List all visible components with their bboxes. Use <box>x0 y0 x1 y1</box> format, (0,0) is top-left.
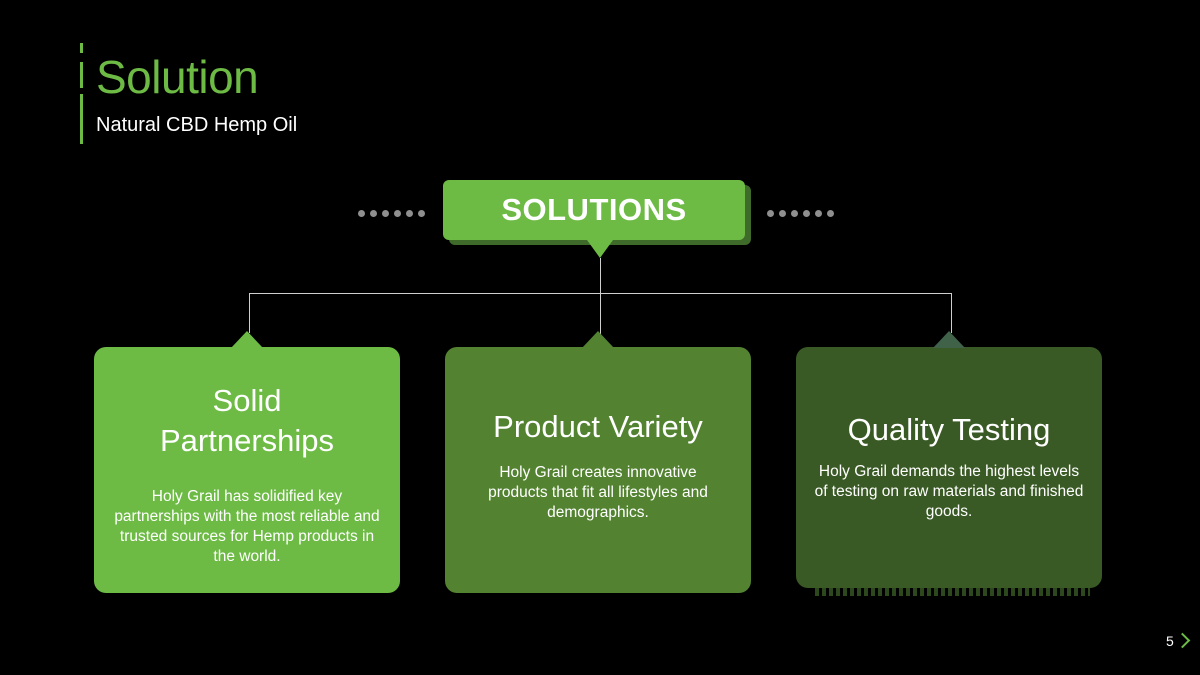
subtitle-accent-bar <box>80 62 83 144</box>
card-notch <box>933 331 965 348</box>
chevron-right-icon[interactable] <box>1174 632 1191 649</box>
card-description: Holy Grail has solidified key partnershi… <box>114 488 380 565</box>
hub-label: SOLUTIONS <box>501 192 687 227</box>
decorative-dots-left <box>358 210 425 217</box>
card-notch <box>582 331 614 348</box>
card-notch <box>231 331 263 348</box>
page-number: 5 <box>1166 633 1174 649</box>
decorative-dots-right <box>767 210 834 217</box>
hub-pointer <box>587 240 613 258</box>
card-heading: Solid Partnerships <box>159 383 335 458</box>
solutions-hub: SOLUTIONS <box>443 180 745 240</box>
slide-subtitle: Natural CBD Hemp Oil <box>96 114 298 136</box>
card-stitch-decoration <box>815 588 1090 596</box>
card-product-variety: Product Variety Holy Grail creates innov… <box>445 331 751 593</box>
connector-left <box>249 293 250 333</box>
card-solid-partnerships: Solid Partnerships Holy Grail has solidi… <box>94 331 400 593</box>
card-heading: Quality Testing <box>847 412 1051 447</box>
connector-horizontal <box>249 293 952 294</box>
card-heading: Product Variety <box>493 409 703 444</box>
connector-trunk <box>600 258 601 348</box>
card-quality-testing: Quality Testing Holy Grail demands the h… <box>796 331 1102 588</box>
title-accent-bar <box>80 43 83 53</box>
connector-right <box>951 293 952 333</box>
slide-title: Solution <box>96 51 259 103</box>
card-description: Holy Grail demands the highest levels of… <box>814 463 1084 520</box>
card-description: Holy Grail creates innovative products t… <box>488 464 708 521</box>
